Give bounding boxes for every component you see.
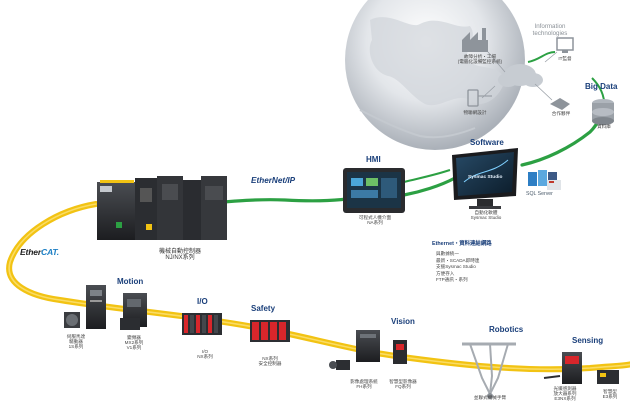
mobile-label: 物聯網設計	[463, 110, 487, 115]
smart-sensor-label-line1: 智慧型	[603, 389, 617, 394]
sensing-label-line3: E3NX系列	[554, 395, 576, 401]
inverter-label-line1: 變頻器	[127, 335, 141, 340]
vision-fh-label-line2: FH系列	[356, 383, 372, 389]
hmi-panel	[343, 168, 405, 213]
sensing-heading: Sensing	[572, 336, 604, 345]
motion-heading: Motion	[117, 277, 144, 286]
vision-fq-label-line1: 智慧型影像器	[389, 379, 417, 384]
software-label: 自動化軟體 Sysmac Studio	[460, 210, 512, 221]
factory-icon	[462, 28, 488, 52]
controller-unit	[97, 176, 227, 240]
safety-label-line1: NX系列	[262, 356, 278, 361]
servo-label-line3: 1S系列	[68, 343, 84, 349]
ethernet-feature-item: 方便存入	[436, 270, 455, 276]
ethernet-feature-item: 支援Sysmac Studio	[436, 264, 476, 270]
sensing-label-line1: 光纖感測器	[553, 386, 577, 391]
software-label-line1: 自動化軟體	[474, 210, 498, 215]
hmi-label-line1: 可程式人機介面	[358, 215, 392, 220]
factory-label: 故障分析・工場 (電腦化設備監控系統)	[455, 54, 505, 65]
io-label-line2: NX系列	[197, 353, 213, 359]
cloud-icon	[498, 64, 543, 87]
info-technologies-label: Information technologies	[510, 23, 590, 37]
safety-heading: Safety	[251, 304, 276, 313]
vision-fh-label: 影像處理系統 FH系列	[344, 379, 384, 390]
io-heading: I/O	[197, 297, 208, 306]
sensor-cable	[543, 375, 561, 379]
vision-controller	[356, 330, 380, 362]
ethernet-features-list: 與數據統一 最新・SCADA即時連 支援Sysmac Studio 方便存入 F…	[436, 251, 479, 284]
safety-label-line2: 安全控制器	[258, 360, 282, 366]
mobile-icon	[467, 89, 492, 107]
delta-robot	[462, 342, 516, 399]
hmi-label: 可程式人機介面 NA系列	[345, 215, 405, 226]
pc-icon	[556, 37, 574, 53]
safety-label: NX系列 安全控制器	[252, 356, 288, 367]
smart-sensor-label: 智慧型 E3系列	[592, 389, 628, 400]
inverter-label-line2: MX2系列	[124, 339, 144, 345]
hmi-heading: HMI	[366, 155, 381, 164]
servo-label: 伺服馬達 驅動器 1S系列	[58, 334, 94, 349]
inverter-label-line3: V1系列	[126, 344, 142, 350]
servo-drive	[86, 285, 106, 329]
servo-motor	[64, 312, 80, 328]
ethernet-feature-item: 與數據統一	[436, 251, 459, 256]
big-data-heading: Big Data	[585, 82, 618, 91]
robotics-heading: Robotics	[489, 325, 524, 334]
database-label: 資料庫	[597, 124, 611, 129]
vision-fq-label: 智慧型影像器 FQ系列	[383, 379, 423, 390]
info-tech-line1: Information	[534, 23, 566, 30]
ethernet-feature-item: FTP通訊・系列	[436, 277, 468, 283]
ethercat-prefix: Ether	[20, 247, 41, 257]
safety-modules	[250, 320, 290, 342]
fiber-amplifier	[562, 352, 582, 384]
handshake-icon	[550, 98, 570, 110]
software-monitor	[452, 148, 518, 209]
ethernet-ip-label: EtherNet/IP	[251, 176, 296, 185]
controller-label: 機械自動控制器 NJ/NX系列	[140, 249, 220, 262]
inverter	[120, 293, 147, 330]
ethercat-logo: EtherCAT.	[20, 247, 59, 257]
io-modules	[182, 313, 222, 335]
sensing-label: 光纖感測器 放大器系列 E3NX系列	[542, 386, 588, 401]
database-icon	[592, 99, 614, 125]
ethernet-feature-item: 最新・SCADA即時連	[436, 257, 480, 263]
vision-heading: Vision	[391, 317, 415, 326]
io-label-line1: I/O	[201, 349, 209, 354]
smart-camera	[393, 340, 407, 364]
software-boxes	[528, 170, 561, 190]
partner-label: 合作夥伴	[551, 111, 571, 116]
factory-label-line1: 故障分析・工場	[463, 54, 497, 59]
hmi-label-line2: NA系列	[367, 219, 383, 225]
vision-camera	[329, 360, 350, 370]
globe	[345, 0, 525, 150]
io-label: I/O NX系列	[190, 349, 220, 360]
smart-sensor	[597, 370, 619, 384]
info-tech-line2: technologies	[532, 29, 568, 37]
ethercat-suffix: CAT.	[40, 247, 59, 257]
robot-label: 並聯式機械手臂	[473, 395, 507, 400]
controller-label-line1: 機械自動控制器	[158, 249, 201, 255]
pc-label: IT監督	[558, 56, 572, 61]
servo-label-line1: 伺服馬達	[66, 334, 86, 339]
servo-label-line2: 驅動器	[69, 338, 83, 344]
sensing-label-line2: 放大器系列	[553, 390, 577, 396]
vision-fh-label-line1: 影像處理系統	[350, 379, 378, 384]
sql-server-label: SQL Server	[526, 191, 553, 197]
smart-sensor-label-line2: E3系列	[602, 393, 618, 399]
factory-label-line2: (電腦化設備監控系統)	[457, 58, 503, 64]
software-heading: Software	[470, 138, 504, 147]
software-screen-title: Sysmac Studio	[468, 175, 503, 180]
inverter-label: 變頻器 MX2系列 V1系列	[118, 335, 150, 350]
ethernet-features-heading: Ethernet・資料連結網路	[432, 241, 492, 247]
controller-label-line2: NJ/NX系列	[165, 255, 195, 262]
software-label-line2: Sysmac Studio	[470, 214, 502, 220]
vision-fq-label-line2: FQ系列	[395, 383, 411, 389]
